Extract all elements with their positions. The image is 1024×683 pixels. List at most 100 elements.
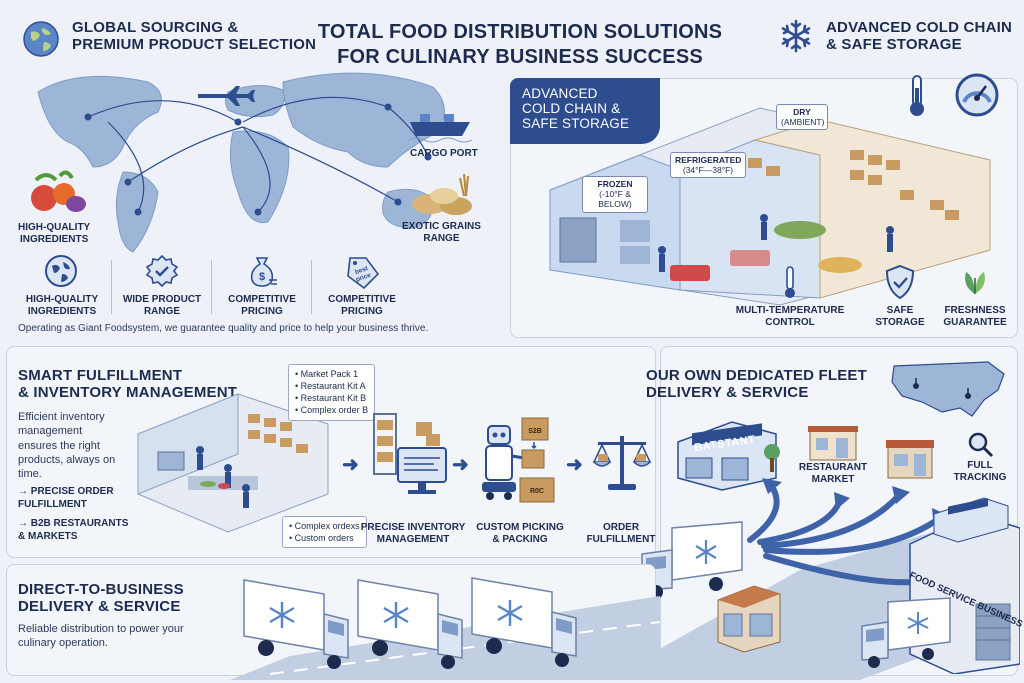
delivery-truck-icon — [471, 577, 577, 667]
delivery-truck-icon — [641, 521, 743, 599]
zone-refrigerated-temp: (34°F—38°F) — [682, 165, 734, 176]
price-tag-text-1: best — [354, 265, 370, 276]
map-europe — [225, 85, 285, 118]
map-north-america — [37, 75, 162, 168]
exotic-grains-label: Exotic Grains Range — [402, 221, 481, 245]
order-list-callout: • Complex ordexs • Custom orders — [282, 516, 367, 549]
restaurant-market-label: Restaurant Market — [796, 462, 870, 486]
badge-1-line-2: Ingredients — [27, 306, 97, 317]
tracking-line-2: Tracking — [953, 472, 1007, 483]
feature-freshness-line-2: Guarantee — [943, 317, 1007, 328]
thermometer-icon — [785, 266, 795, 298]
sourcing-heading-line-1: Global Sourcing & — [72, 19, 239, 36]
shield-check-icon — [885, 264, 915, 300]
quality-ingredients-line-2: Ingredients — [19, 234, 89, 245]
step-picking-line-1: Custom Picking — [476, 522, 564, 533]
fulfillment-description: Efficient inventory management ensures t… — [18, 411, 116, 481]
sourcing-heading-line-2: Premium Product Selection — [72, 35, 317, 53]
badge-3-line-1: Competitive — [228, 294, 296, 305]
tracking-label: Full Tracking — [952, 460, 1008, 484]
badge-divider — [111, 260, 112, 314]
restaurant-line-2: Market — [811, 474, 855, 485]
order-list-item-2: • Custom orders — [289, 533, 354, 544]
arrow-right-icon: ➜ — [566, 454, 583, 476]
delivery-truck-icon — [357, 579, 463, 669]
feature-freshness-line-1: Freshness — [944, 305, 1006, 316]
badge-item-4: best price Competitive Pricing — [314, 254, 410, 320]
badge-3-line-2: Pricing — [241, 306, 283, 317]
badge-item-2: Wide Product Range — [114, 254, 210, 320]
svg-text:$: $ — [259, 271, 265, 283]
step-inventory-label: Precise Inventory Management — [358, 522, 468, 546]
cold-chain-banner-text: Advanced Cold Chain & Safe Storage — [522, 86, 629, 131]
fleet-heading-line-1: Our Own Dedicated Fleet — [646, 367, 867, 384]
sourcing-badges: High-Quality Ingredients Wide Product Ra… — [14, 254, 414, 320]
cold-chain-corner-line-2: & Safe Storage — [826, 35, 962, 53]
badge-4-line-1: Competitive — [328, 294, 396, 305]
fulfillment-bullet-2: → B2B Restaurants & Markets — [18, 518, 128, 543]
badge-label: High-Quality Ingredients — [14, 294, 110, 318]
feature-freshness: Freshness Guarantee — [936, 305, 1014, 329]
map-africa — [229, 130, 290, 224]
fleet-heading: Our Own Dedicated Fleet Delivery & Servi… — [646, 367, 867, 402]
price-tag-icon: best price — [347, 257, 380, 290]
feature-safe-storage-line-1: Safe — [886, 305, 914, 316]
box-label-1: S2B — [528, 428, 542, 435]
badge-divider — [311, 260, 312, 314]
step-picking-line-2: & Packing — [492, 534, 548, 545]
leaf-icon — [965, 272, 985, 294]
restaurant-line-1: Restaurant — [798, 462, 868, 473]
badge-1-line-1: High-Quality — [25, 294, 99, 305]
globe-icon — [45, 255, 77, 287]
page-title-line-2: for Culinary Business Success — [337, 46, 703, 68]
page-title-line-1: Total Food Distribution Solutions — [317, 21, 723, 43]
delivery-truck-icon — [861, 597, 951, 668]
robot-picker-icon: S2B R0C — [482, 417, 555, 503]
feature-multi-temperature: Multi-Temperature Control — [732, 305, 848, 329]
step-inventory-line-1: Precise Inventory — [360, 522, 466, 533]
zone-refrigerated-name: Refrigerated — [675, 155, 742, 165]
direct-heading-line-1: Direct-to-Business — [18, 581, 184, 598]
direct-description: Reliable distribution to power your culi… — [18, 623, 184, 650]
fulfillment-bullet-2-line-2: & Markets — [18, 530, 78, 542]
tracking-line-1: Full — [967, 460, 993, 471]
badge-check-icon — [145, 254, 179, 288]
zone-dry-name: Dry — [793, 107, 811, 117]
zone-tag-refrigerated: Refrigerated (34°F—38°F) — [670, 152, 746, 179]
cold-chain-banner-line-2: Cold Chain & — [522, 101, 621, 117]
warehouse-illustration — [549, 107, 991, 306]
exotic-grains-line-2: Range — [423, 233, 460, 244]
fulfillment-heading-line-2: & Inventory Management — [18, 383, 238, 401]
badge-4-line-2: Pricing — [341, 306, 383, 317]
quality-ingredients-label: High-Quality Ingredients — [18, 222, 90, 246]
money-bag-icon: $ — [250, 257, 277, 287]
step-order-line-2: Fulfillment — [586, 534, 656, 545]
page-title: Total Food Distribution Solutions for Cu… — [290, 20, 750, 70]
zone-tag-frozen: Frozen (-10°F & below) — [582, 176, 648, 213]
badge-2-line-1: Wide Product — [122, 294, 202, 305]
corner-shop-icon — [717, 585, 781, 653]
fulfillment-bullet-1: → Precise Order Fulfillment — [18, 486, 114, 511]
storefront-icon — [677, 421, 780, 491]
exotic-grains-line-1: Exotic Grains — [402, 221, 481, 232]
badge-2-line-2: Range — [143, 306, 181, 317]
delivery-truck-icon — [243, 579, 349, 669]
sourcing-footer: Operating as Giant Foodsystem, we guaran… — [18, 323, 429, 334]
kit-list-item-3: • Restaurant Kit B — [295, 393, 367, 404]
cold-chain-corner-line-1: Advanced Cold Chain — [826, 19, 1013, 36]
quality-ingredients-line-1: High-Quality — [18, 222, 91, 233]
cold-chain-banner-line-1: Advanced — [522, 86, 598, 101]
direct-heading-line-2: Delivery & Service — [18, 597, 181, 615]
arrow-right-icon: ➜ — [342, 454, 359, 476]
badge-item-1: High-Quality Ingredients — [14, 254, 110, 320]
gauge-icon — [955, 73, 999, 117]
restaurant-icon — [808, 426, 858, 461]
zone-dry-temp: (Ambient) — [781, 117, 825, 128]
badge-item-3: $ Competitive Pricing — [214, 254, 310, 320]
feature-multi-temperature-line-1: Multi-Temperature — [735, 305, 845, 316]
cargo-ship-icon — [408, 112, 472, 143]
magnifier-icon — [968, 432, 994, 458]
badge-divider — [211, 260, 212, 314]
vegetables-icon — [31, 170, 86, 212]
step-inventory-line-2: Management — [376, 534, 450, 545]
